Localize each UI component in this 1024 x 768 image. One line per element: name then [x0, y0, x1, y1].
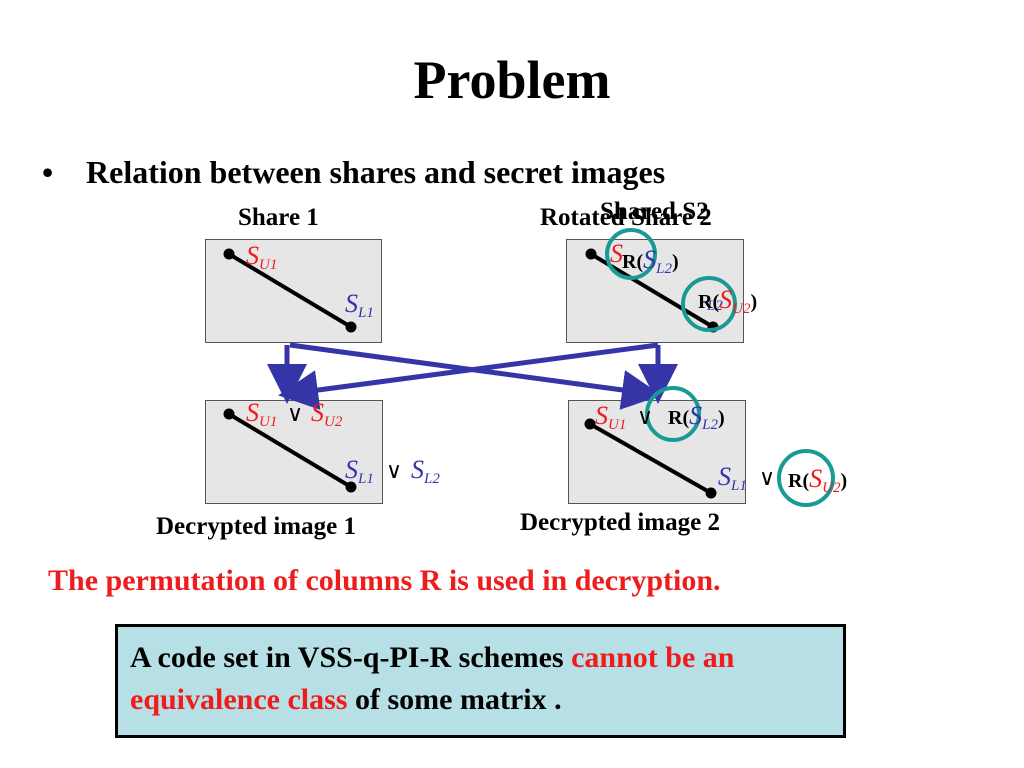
decrypted2-segment	[584, 418, 717, 499]
dec2-su1-label: SU1	[595, 401, 626, 433]
share1-label: Share 1	[238, 204, 319, 231]
permutation-note: The permutation of columns R is used in …	[48, 564, 721, 597]
bullet-dot: •	[42, 154, 54, 190]
dec2-or-top: ∨	[637, 404, 653, 429]
dec1-su1-label: SU1	[246, 398, 277, 430]
highlight-circle-share2-bottom	[681, 276, 737, 332]
slide-title: Problem	[413, 50, 611, 110]
share2-r-sl2-label: R(SL2)	[622, 245, 679, 277]
bullet-item: • Relation between shares and secret imag…	[42, 152, 665, 192]
decrypted2-dot-top	[584, 418, 596, 430]
highlight-circles	[605, 228, 835, 507]
share1-sl1-label: SL1	[345, 289, 374, 321]
callout-text-red: cannot be an equivalence class	[130, 641, 735, 716]
arrow-share1-to-dec2	[289, 342, 662, 410]
dec2-r-sl2-label: R(SL2)	[668, 401, 725, 433]
share2-r-su2-label: R(SU2)	[698, 285, 757, 317]
share2-overlap-label: Shared S2	[600, 198, 709, 225]
dec2-sl1-label: SL1	[718, 462, 747, 494]
highlight-circle-dec2-top	[645, 386, 701, 442]
dec2-or-bottom: ∨	[759, 465, 775, 490]
share1-segment	[223, 248, 357, 333]
share2-label: Rotated Share 2	[540, 204, 712, 231]
decrypted2-label: Decrypted image 2	[520, 509, 720, 536]
arrow-group	[267, 342, 678, 410]
dec1-or-top: ∨	[287, 401, 303, 426]
dec1-su2-label: SU2	[311, 398, 343, 430]
share2-su2-label: S	[610, 239, 623, 268]
decrypted2-dot-bottom	[705, 487, 717, 499]
code-set-callout: A code set in VSS-q-PI-R schemes cannot …	[115, 624, 846, 738]
decrypted1-label: Decrypted image 1	[156, 513, 356, 540]
bullet-text: Relation between shares and secret image…	[86, 154, 666, 190]
share1-dot-bottom	[345, 321, 357, 333]
dec2-r-su2-label: R(SU2)	[788, 464, 847, 496]
dec1-or-bottom: ∨	[386, 458, 402, 483]
callout-text-1: A code set in VSS-q-PI-R schemes	[130, 641, 572, 674]
share2-dot-top	[585, 248, 597, 260]
share1-su1-label: SU1	[246, 241, 277, 273]
decrypted2-panel	[568, 400, 746, 504]
share1-dot-top	[223, 248, 235, 260]
highlight-circle-share2-top	[605, 228, 657, 280]
dec1-sl2-label: SL2	[411, 455, 440, 487]
highlight-circle-dec2-bottom	[777, 449, 835, 507]
callout-text-3: of some matrix .	[347, 683, 562, 716]
dec1-sl1-label: SL1	[345, 455, 374, 487]
decrypted1-dot-top	[223, 408, 235, 420]
decrypted1-segment	[223, 408, 357, 493]
share2-l2-label: L2	[706, 298, 723, 314]
decrypted1-dot-bottom	[345, 481, 357, 493]
